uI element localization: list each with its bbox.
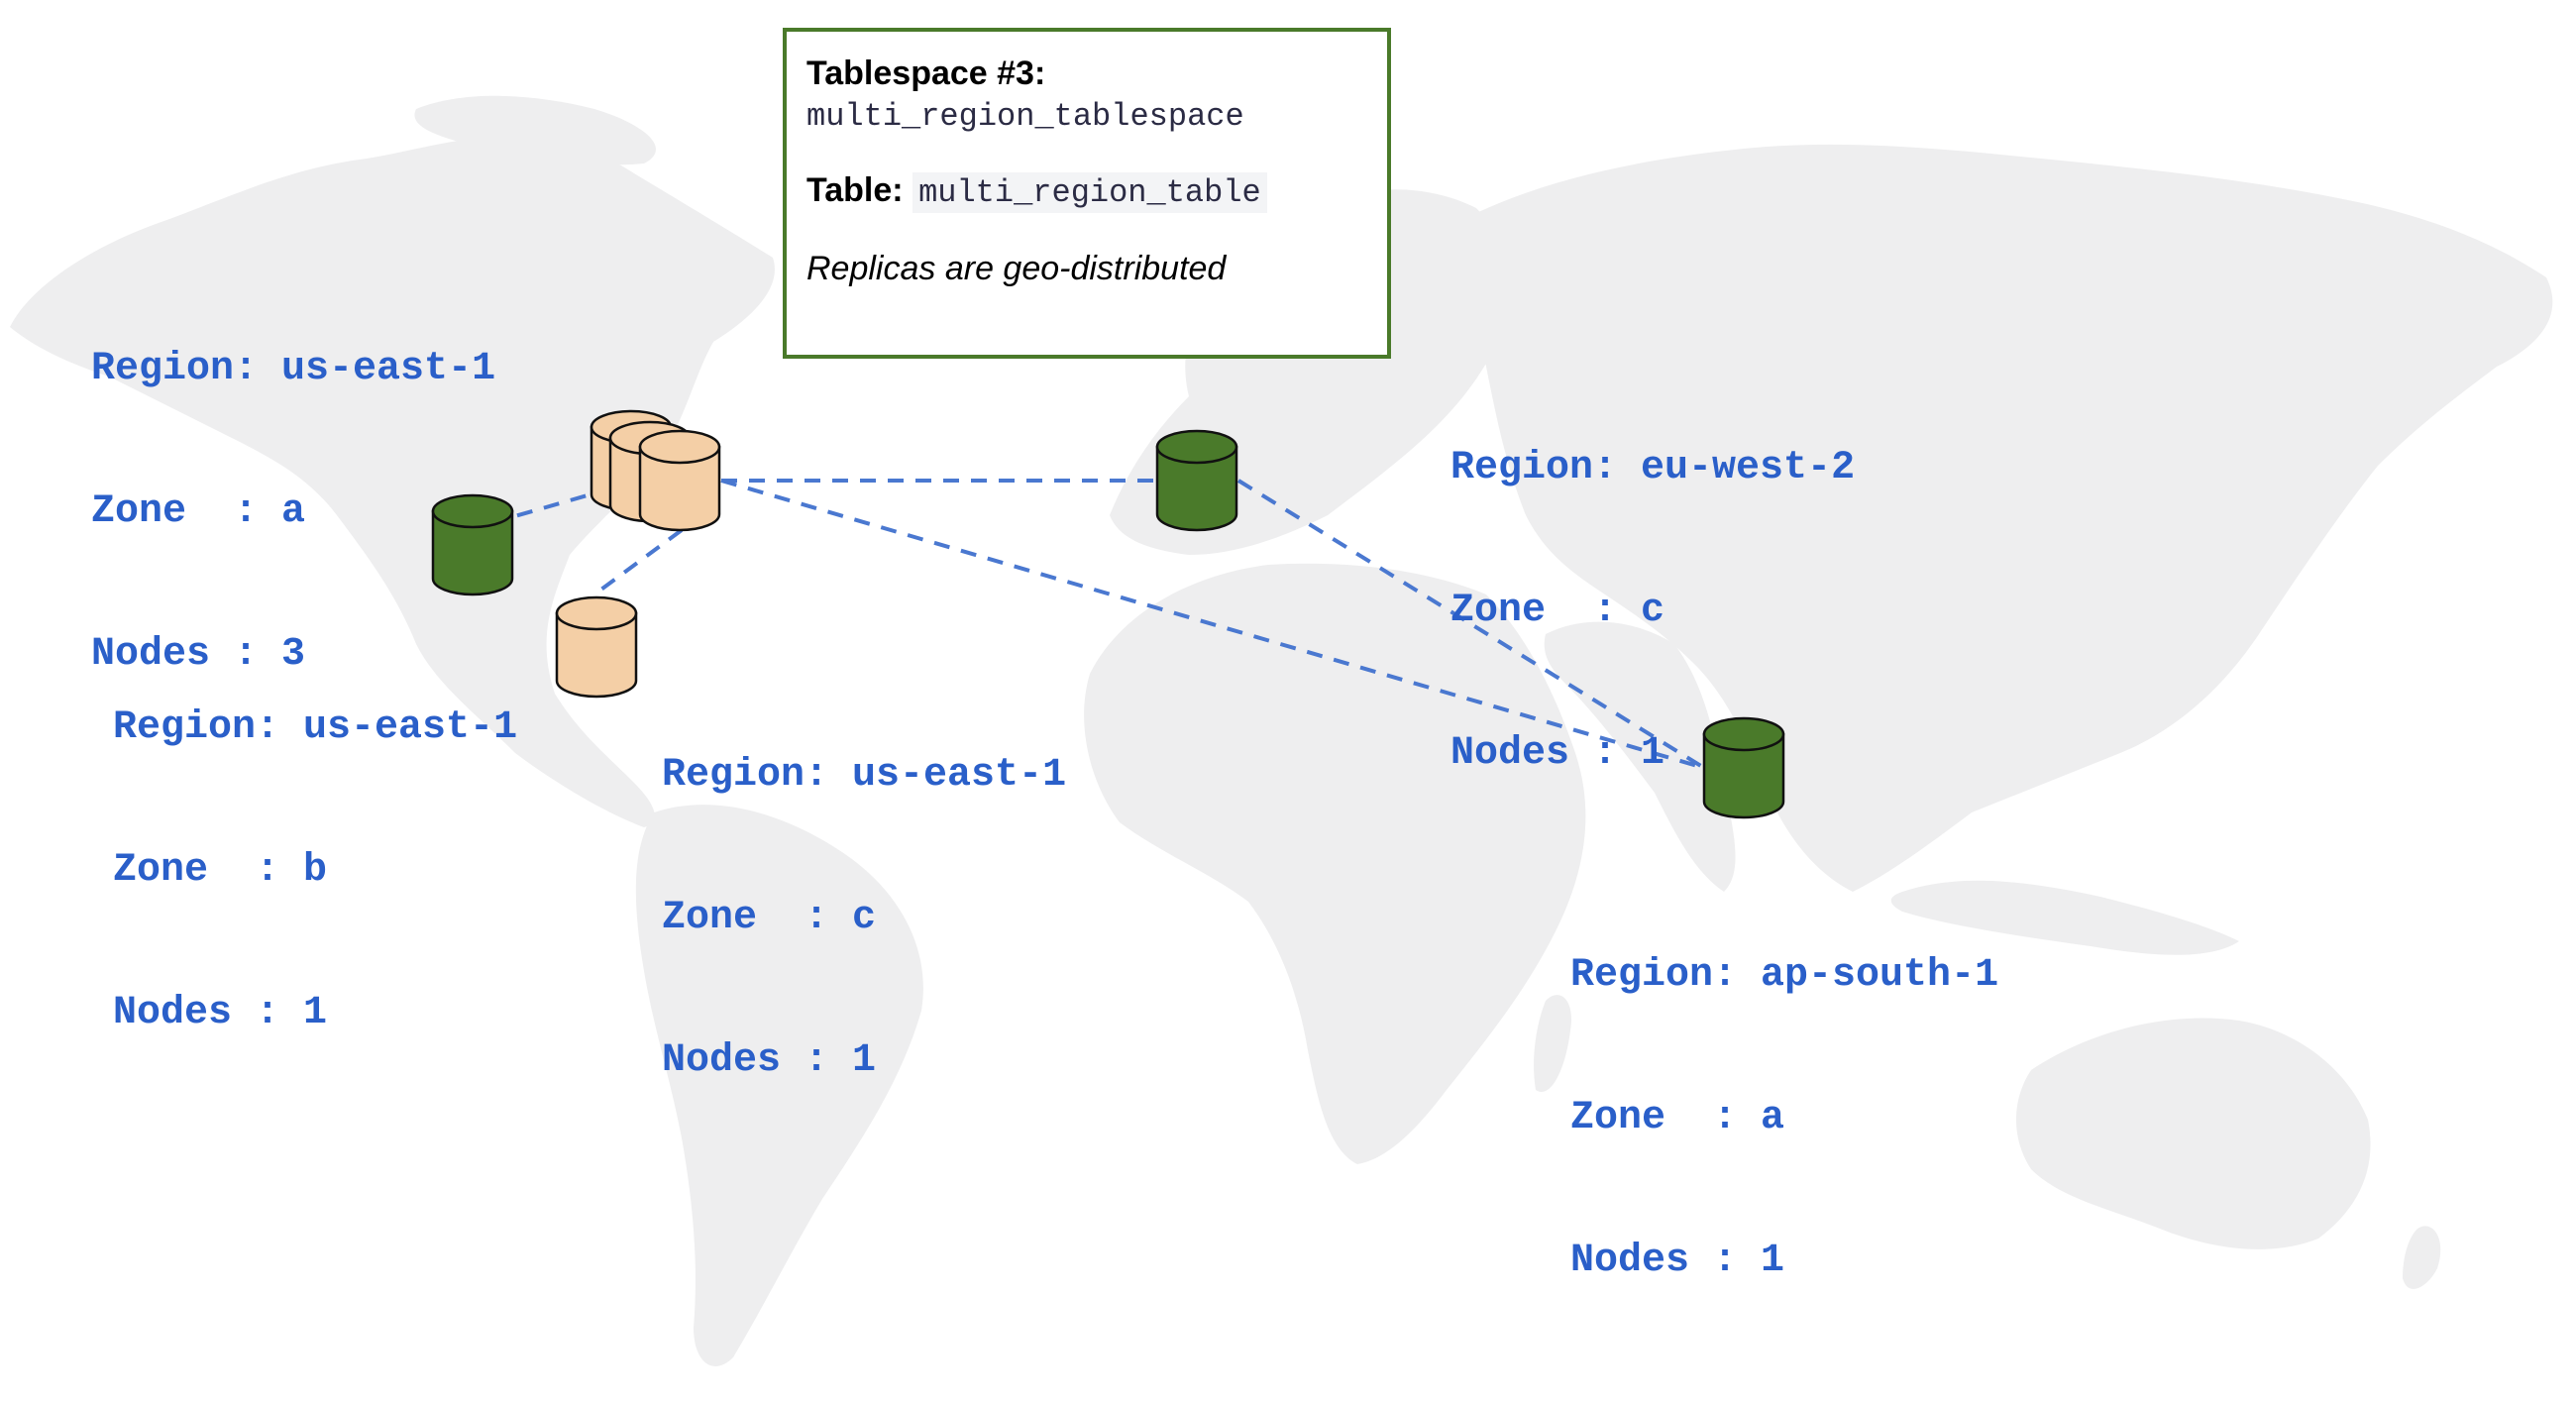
continent-madagascar — [1534, 995, 1571, 1092]
zone-name: Zone : b — [113, 848, 328, 893]
tablespace-name: multi_region_tablespace — [806, 98, 1244, 135]
zone-name: Zone : c — [662, 896, 877, 940]
region-name: Region: us-east-1 — [113, 705, 518, 750]
node-count: Nodes : 1 — [1450, 731, 1665, 776]
continent-new-zealand — [2403, 1226, 2441, 1289]
continent-africa — [1084, 563, 1586, 1164]
database-cylinder-icon — [638, 429, 721, 532]
continent-arctic-islands — [414, 95, 656, 165]
table-row: Table: multi_region_table — [806, 170, 1367, 213]
link-us-east-1-a-to-ap-south-1-a — [720, 479, 1705, 770]
region-label-us-east-1-c: Region: us-east-1 Zone : c Nodes : 1 — [662, 657, 1066, 1133]
region-name: Region: us-east-1 — [91, 347, 496, 391]
table-name: multi_region_table — [912, 172, 1267, 213]
database-cylinder-icon — [1155, 429, 1238, 532]
region-name: Region: ap-south-1 — [1570, 953, 1999, 998]
node-count: Nodes : 3 — [91, 632, 306, 677]
region-label-eu-west-2-c: Region: eu-west-2 Zone : c Nodes : 1 — [1450, 350, 1855, 825]
zone-name: Zone : a — [91, 489, 306, 534]
zone-name: Zone : a — [1570, 1096, 1785, 1140]
link-us-east-1-a-to-us-east-1-c — [592, 528, 684, 596]
node-group-us-east-1-a — [590, 409, 721, 532]
region-label-ap-south-1-a: Region: ap-south-1 Zone : a Nodes : 1 — [1570, 857, 1998, 1333]
continent-north-america — [10, 136, 775, 828]
continent-asia — [1465, 144, 2553, 893]
region-label-us-east-1-a: Region: us-east-1 Zone : a Nodes : 3 — [91, 251, 495, 726]
node-count: Nodes : 1 — [113, 991, 328, 1035]
continent-south-asia — [1544, 621, 1736, 892]
continent-australia — [2016, 1018, 2371, 1249]
world-map — [10, 50, 2553, 1366]
tablespace-label: Tablespace #3: — [806, 54, 1046, 92]
continent-indonesia — [1890, 880, 2239, 955]
region-label-us-east-1-b: Region: us-east-1 Zone : b Nodes : 1 — [113, 609, 517, 1085]
tablespace-info-box: Tablespace #3: multi_region_tablespace T… — [783, 28, 1391, 359]
region-name: Region: us-east-1 — [662, 753, 1067, 798]
continent-south-america — [635, 805, 923, 1366]
node-count: Nodes : 1 — [1570, 1239, 1785, 1283]
table-label: Table: — [806, 171, 904, 209]
zone-name: Zone : c — [1450, 589, 1665, 633]
node-count: Nodes : 1 — [662, 1038, 877, 1083]
link-eu-west-2-c-to-ap-south-1-a — [1236, 479, 1706, 770]
database-cylinder-icon — [555, 595, 638, 699]
region-name: Region: eu-west-2 — [1450, 446, 1856, 490]
continent-japan — [2235, 423, 2292, 565]
replication-note: Replicas are geo-distributed — [806, 250, 1227, 287]
